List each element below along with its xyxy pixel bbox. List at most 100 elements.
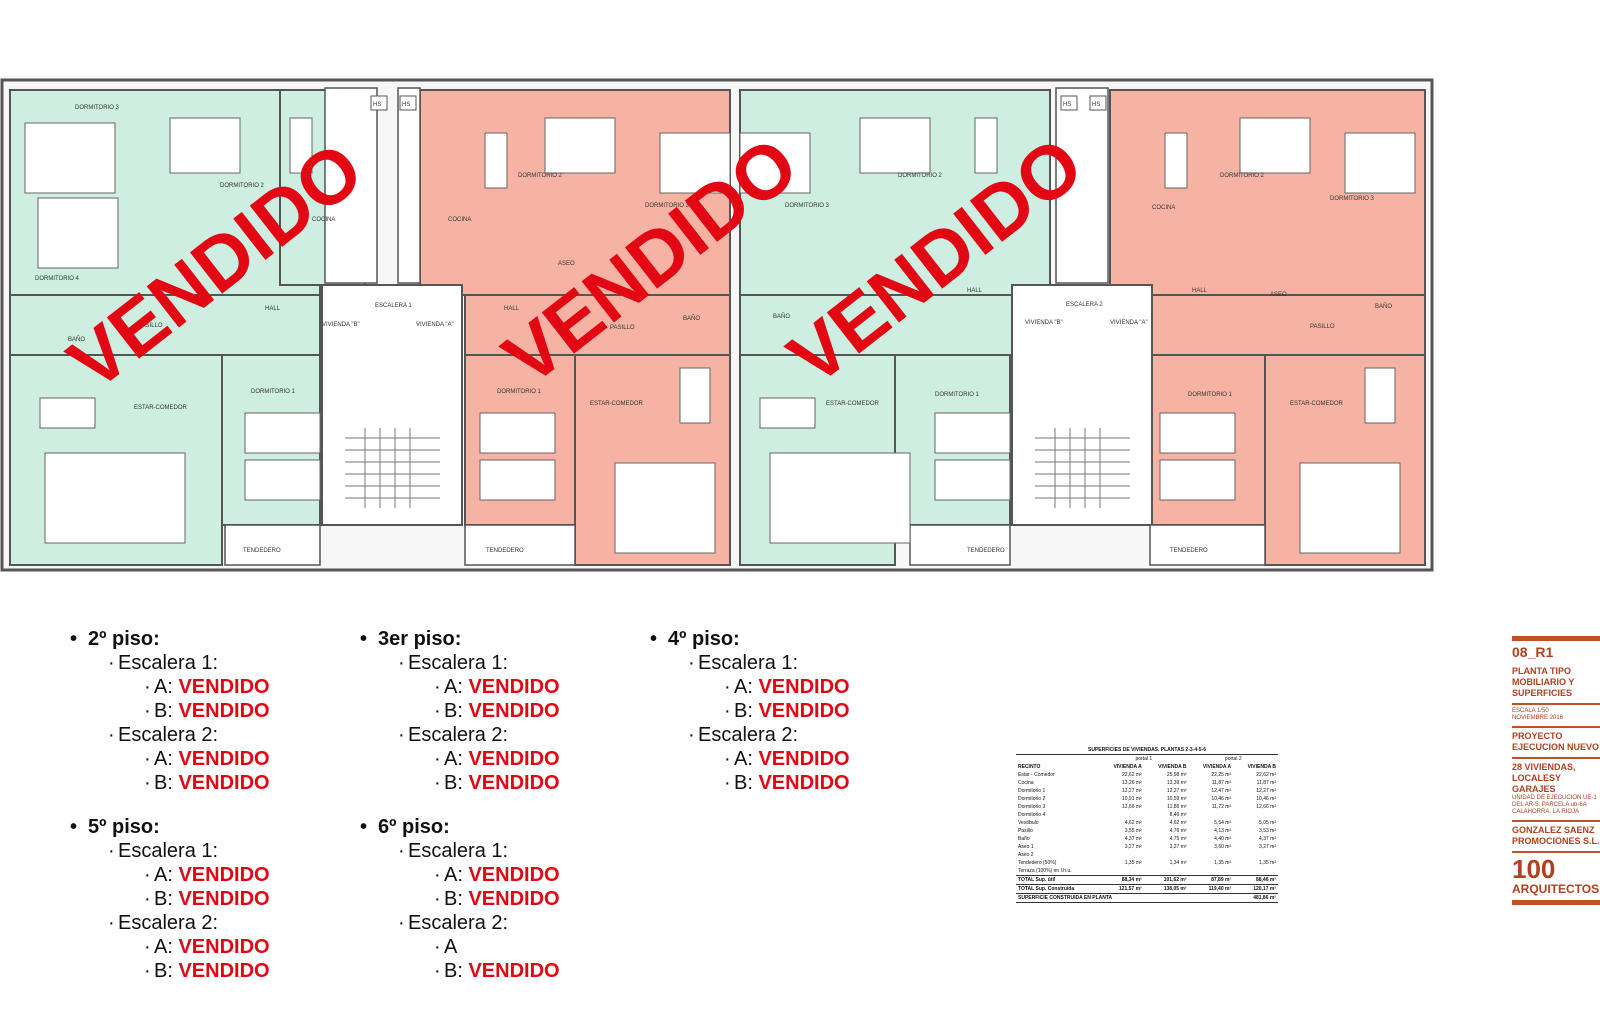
room-label: ESTAR-COMEDOR: [590, 401, 644, 407]
room-label: COCINA: [312, 217, 335, 223]
stair-label: Escalera 2:: [698, 724, 799, 746]
area-cell: [1189, 811, 1234, 819]
stair-label: Escalera 1:: [118, 840, 219, 862]
unit-status: VENDIDO: [468, 888, 560, 910]
floor-title: 6º piso:: [378, 816, 450, 838]
unit-label: A:: [734, 748, 753, 770]
unit-label: A:: [154, 748, 173, 770]
room-label: BAÑO: [683, 315, 700, 322]
bullet-icon: •: [360, 816, 368, 838]
room-label: DORMITORIO 1: [497, 389, 542, 395]
unit-status: VENDIDO: [468, 676, 560, 698]
plan-total-row: SUPERFICIE CONSTRUIDA EN PLANTA 481,86 m…: [1016, 893, 1278, 903]
title-block-rule: [1512, 636, 1600, 641]
room-label: PASILLO: [1310, 324, 1335, 330]
floor-title: 4º piso:: [668, 628, 740, 650]
unit-label: B:: [154, 772, 173, 794]
area-cell: [1144, 851, 1189, 859]
area-cell: 4,75 m²: [1169, 836, 1187, 842]
column-header: VIVIENDA B: [1247, 764, 1276, 770]
title-block: 08_R1 PLANTA TIPO MOBILIARIO Y SUPERFICI…: [1512, 636, 1600, 908]
area-cell: 22,62 m²: [1121, 772, 1142, 778]
area-cell: 3,27 m²: [1169, 844, 1187, 850]
room-label: DORMITORIO 2: [898, 173, 943, 179]
stair-label: Escalera 1:: [698, 652, 799, 674]
area-cell: 8,46 m²: [1169, 812, 1187, 818]
area-cell: 3,55 m²: [1124, 828, 1142, 834]
room-name-cell: Dormitorio 1: [1018, 788, 1046, 794]
unit-label: A:: [444, 676, 463, 698]
area-cell: 4,62 m²: [1169, 820, 1187, 826]
furniture: [24, 117, 1416, 554]
room-name-cell: Estar - Comedor: [1018, 772, 1055, 778]
area-cell: 4,13 m²: [1214, 828, 1232, 834]
unit-label: B:: [444, 772, 463, 794]
area-cell: 11,72 m²: [1211, 804, 1232, 810]
room-label: COCINA: [1152, 205, 1175, 211]
room-label: ESTAR-COMEDOR: [134, 405, 188, 411]
area-cell: [1233, 851, 1278, 859]
room-label: TENDEDERO: [967, 548, 1005, 554]
area-cell: 22,25 m²: [1211, 772, 1232, 778]
unit-status: VENDIDO: [178, 772, 270, 794]
area-cell: 11,87 m²: [1211, 780, 1232, 786]
unit-status: VENDIDO: [758, 748, 850, 770]
title-block-rule: [1512, 900, 1600, 905]
area-cell: 12,66 m²: [1256, 804, 1276, 810]
column-header: VIVIENDA A: [1113, 764, 1142, 770]
room-label: DORMITORIO 2: [518, 173, 563, 179]
area-cell: 11,87 m²: [1256, 780, 1276, 786]
room-label: TENDEDERO: [1170, 548, 1208, 554]
sheet-client: GONZALEZ SAENZ PROMOCIONES S.L.: [1512, 825, 1600, 846]
room-label: ASEO: [1270, 292, 1287, 298]
stair-label: Escalera 2:: [118, 912, 219, 934]
floor-6-status: •6º piso: ·Escalera 1: ·A: VENDIDO ·B: V…: [360, 816, 560, 982]
stair-label: Escalera 2:: [408, 724, 509, 746]
room-label: VIVIENDA "B": [322, 322, 360, 328]
floor-title: 3er piso:: [378, 628, 462, 650]
bullet-icon: •: [70, 816, 78, 838]
unit-status: VENDIDO: [468, 772, 560, 794]
room-name-cell: Dormitorio 2: [1018, 796, 1046, 802]
column-header: VIVIENDA B: [1158, 764, 1187, 770]
unit-label: A:: [734, 676, 753, 698]
useful-total-row: TOTAL Sup. útil 88,34 m² 101,62 m² 87,89…: [1016, 875, 1278, 885]
area-cell: 10,59 m²: [1166, 796, 1187, 802]
surface-row: Aseo 2: [1016, 851, 1278, 859]
room-label: BAÑO: [773, 313, 790, 320]
floor-title: 2º piso:: [88, 628, 160, 650]
area-cell: 13,39 m²: [1166, 780, 1187, 786]
room-label: VIVIENDA "B": [1025, 320, 1063, 326]
area-cell: 3,60 m²: [1214, 844, 1232, 850]
area-cell: [1189, 851, 1234, 859]
area-cell: 12,27 m²: [1121, 788, 1142, 794]
room-name-cell: Vestíbulo: [1018, 820, 1039, 826]
room-label: DORMITORIO 3: [785, 203, 830, 209]
unit-status: VENDIDO: [468, 748, 560, 770]
brand-name: ARQUITECTOS: [1512, 882, 1600, 896]
area-cell: 10,46 m²: [1256, 796, 1276, 802]
room-label: VIVIENDA "A": [416, 322, 454, 328]
room-label: ESCALERA 2: [1066, 302, 1103, 308]
area-cell: 1,34 m²: [1169, 860, 1187, 866]
floor-5-status: •5º piso: ·Escalera 1: ·A: VENDIDO ·B: V…: [70, 816, 270, 982]
sheet-address: UNIDAD DE EJECUCION UE-1 DEL AR-5. PARCE…: [1512, 795, 1597, 815]
unit-status: VENDIDO: [178, 748, 270, 770]
room-label: DORMITORIO 3: [645, 203, 690, 209]
room-label: HALL: [1192, 288, 1208, 294]
area-cell: 4,40 m²: [1214, 836, 1232, 842]
unit-status: VENDIDO: [758, 772, 850, 794]
unit-status: VENDIDO: [758, 700, 850, 722]
room-label: PASILLO: [138, 323, 163, 329]
tendedero-strips: [224, 524, 1266, 566]
surface-row: Terraza (100%) en I.h.u.: [1016, 867, 1278, 876]
stair-core-1: [321, 87, 463, 526]
area-cell: 12,27 m²: [1256, 788, 1276, 794]
room-labels: DORMITORIO 3 DORMITORIO 2 DORMITORIO 4 C…: [35, 105, 1392, 554]
area-cell: 4,37 m²: [1259, 836, 1276, 842]
area-cell: 10,91 m²: [1121, 796, 1142, 802]
room-name-cell: Tendedero (50%): [1018, 860, 1057, 866]
